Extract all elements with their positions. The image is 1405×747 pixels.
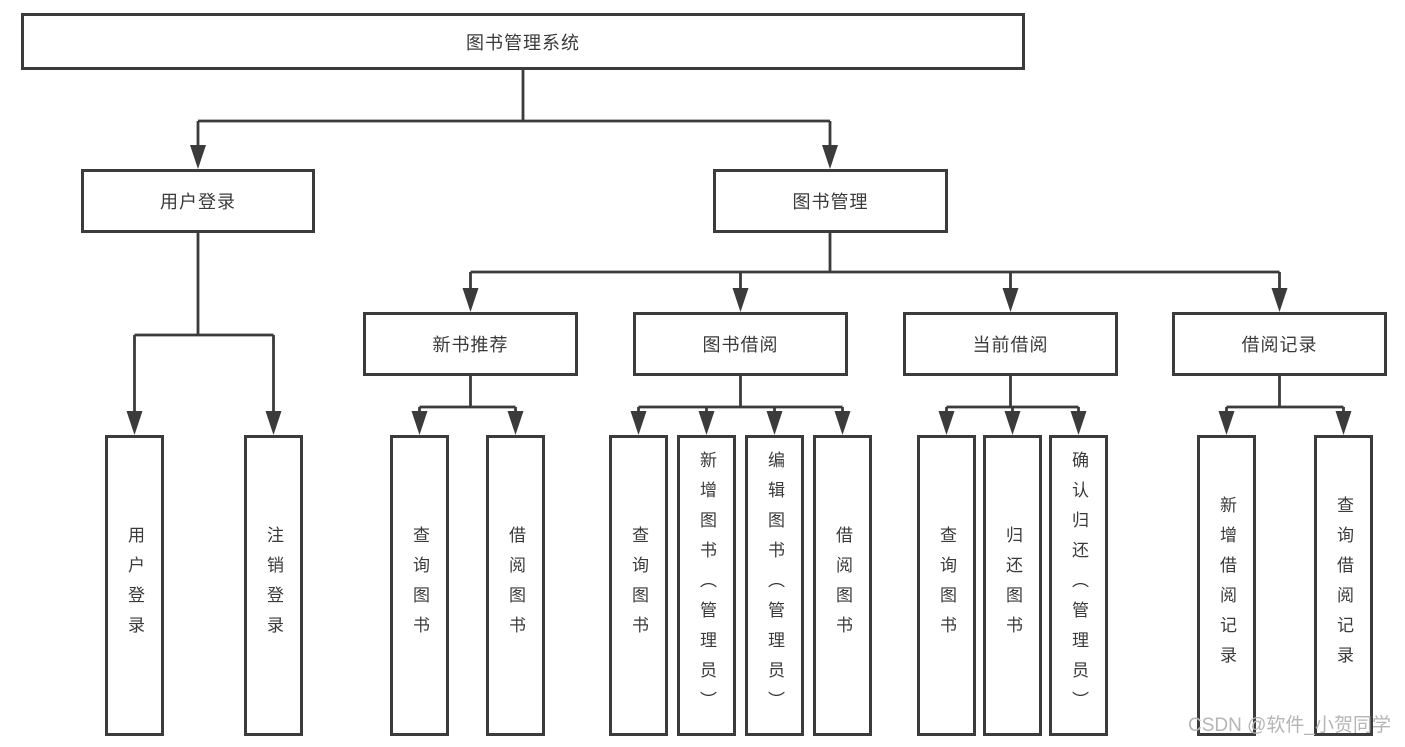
leaf-logout: 注销登录 — [244, 435, 303, 736]
node-book-management: 图书管理 — [713, 169, 948, 233]
leaf-edit-books-admin: 编辑图书（管理员） — [745, 435, 804, 736]
leaf-query-books-borrow: 查询图书 — [609, 435, 668, 736]
leaf-user-login: 用户登录 — [105, 435, 164, 736]
leaf-add-borrow-record: 新增借阅记录 — [1197, 435, 1256, 736]
leaf-query-borrow-record: 查询借阅记录 — [1314, 435, 1373, 736]
node-user-login: 用户登录 — [81, 169, 315, 233]
csdn-watermark: CSDN @软件_小贺同学 — [1188, 715, 1391, 736]
leaf-borrow-books: 借阅图书 — [813, 435, 872, 736]
leaf-confirm-return-admin: 确认归还（管理员） — [1049, 435, 1108, 736]
leaf-add-books-admin: 新增图书（管理员） — [677, 435, 736, 736]
arrowheads — [126, 145, 1352, 435]
leaf-query-books-recommend: 查询图书 — [390, 435, 449, 736]
leaf-query-books-current: 查询图书 — [917, 435, 976, 736]
node-borrow-records: 借阅记录 — [1172, 312, 1387, 376]
node-current-borrow: 当前借阅 — [903, 312, 1118, 376]
leaf-return-books: 归还图书 — [983, 435, 1042, 736]
node-book-borrow: 图书借阅 — [633, 312, 848, 376]
leaf-borrow-books-recommend: 借阅图书 — [486, 435, 545, 736]
node-root-system: 图书管理系统 — [21, 13, 1025, 70]
node-new-book-recommend: 新书推荐 — [363, 312, 578, 376]
connector-lines — [133, 70, 1345, 413]
